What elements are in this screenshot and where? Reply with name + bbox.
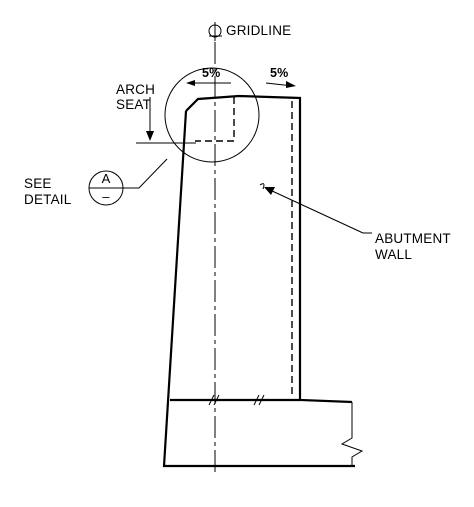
centerline-symbol-icon: [208, 22, 222, 41]
slope-arrow-right: [265, 81, 296, 88]
slope-label-left: 5%: [202, 66, 220, 80]
arch-seat-label-line2: SEAT: [116, 97, 151, 112]
slope-arrow-left: [186, 80, 231, 86]
break-marks: [208, 394, 265, 406]
see-detail-label-line2: DETAIL: [24, 192, 72, 207]
abutment-wall-leader-hook: [259, 183, 265, 190]
abutment-wall-label-line2: WALL: [375, 247, 412, 262]
see-detail-label-line1: SEE: [24, 176, 52, 191]
arch-seat-leader: [136, 97, 196, 144]
detail-bubble-id: A: [102, 171, 111, 186]
abutment-wall-leader: [264, 187, 372, 234]
detail-bubble-leader: [123, 158, 168, 189]
gridline-label: GRIDLINE: [226, 23, 291, 38]
slope-label-right: 5%: [270, 66, 288, 80]
hidden-line-seat: [195, 97, 235, 142]
detail-callout-circle: [164, 67, 260, 163]
footing-break-line: [340, 402, 364, 466]
detail-bubble-sheet: –: [102, 189, 110, 204]
abutment-wall-label-line1: ABUTMENT: [375, 231, 451, 246]
arch-seat-label-line1: ARCH: [116, 82, 155, 97]
abutment-wall-outline: [162, 110, 355, 468]
abutment-top-outline: [185, 94, 353, 404]
